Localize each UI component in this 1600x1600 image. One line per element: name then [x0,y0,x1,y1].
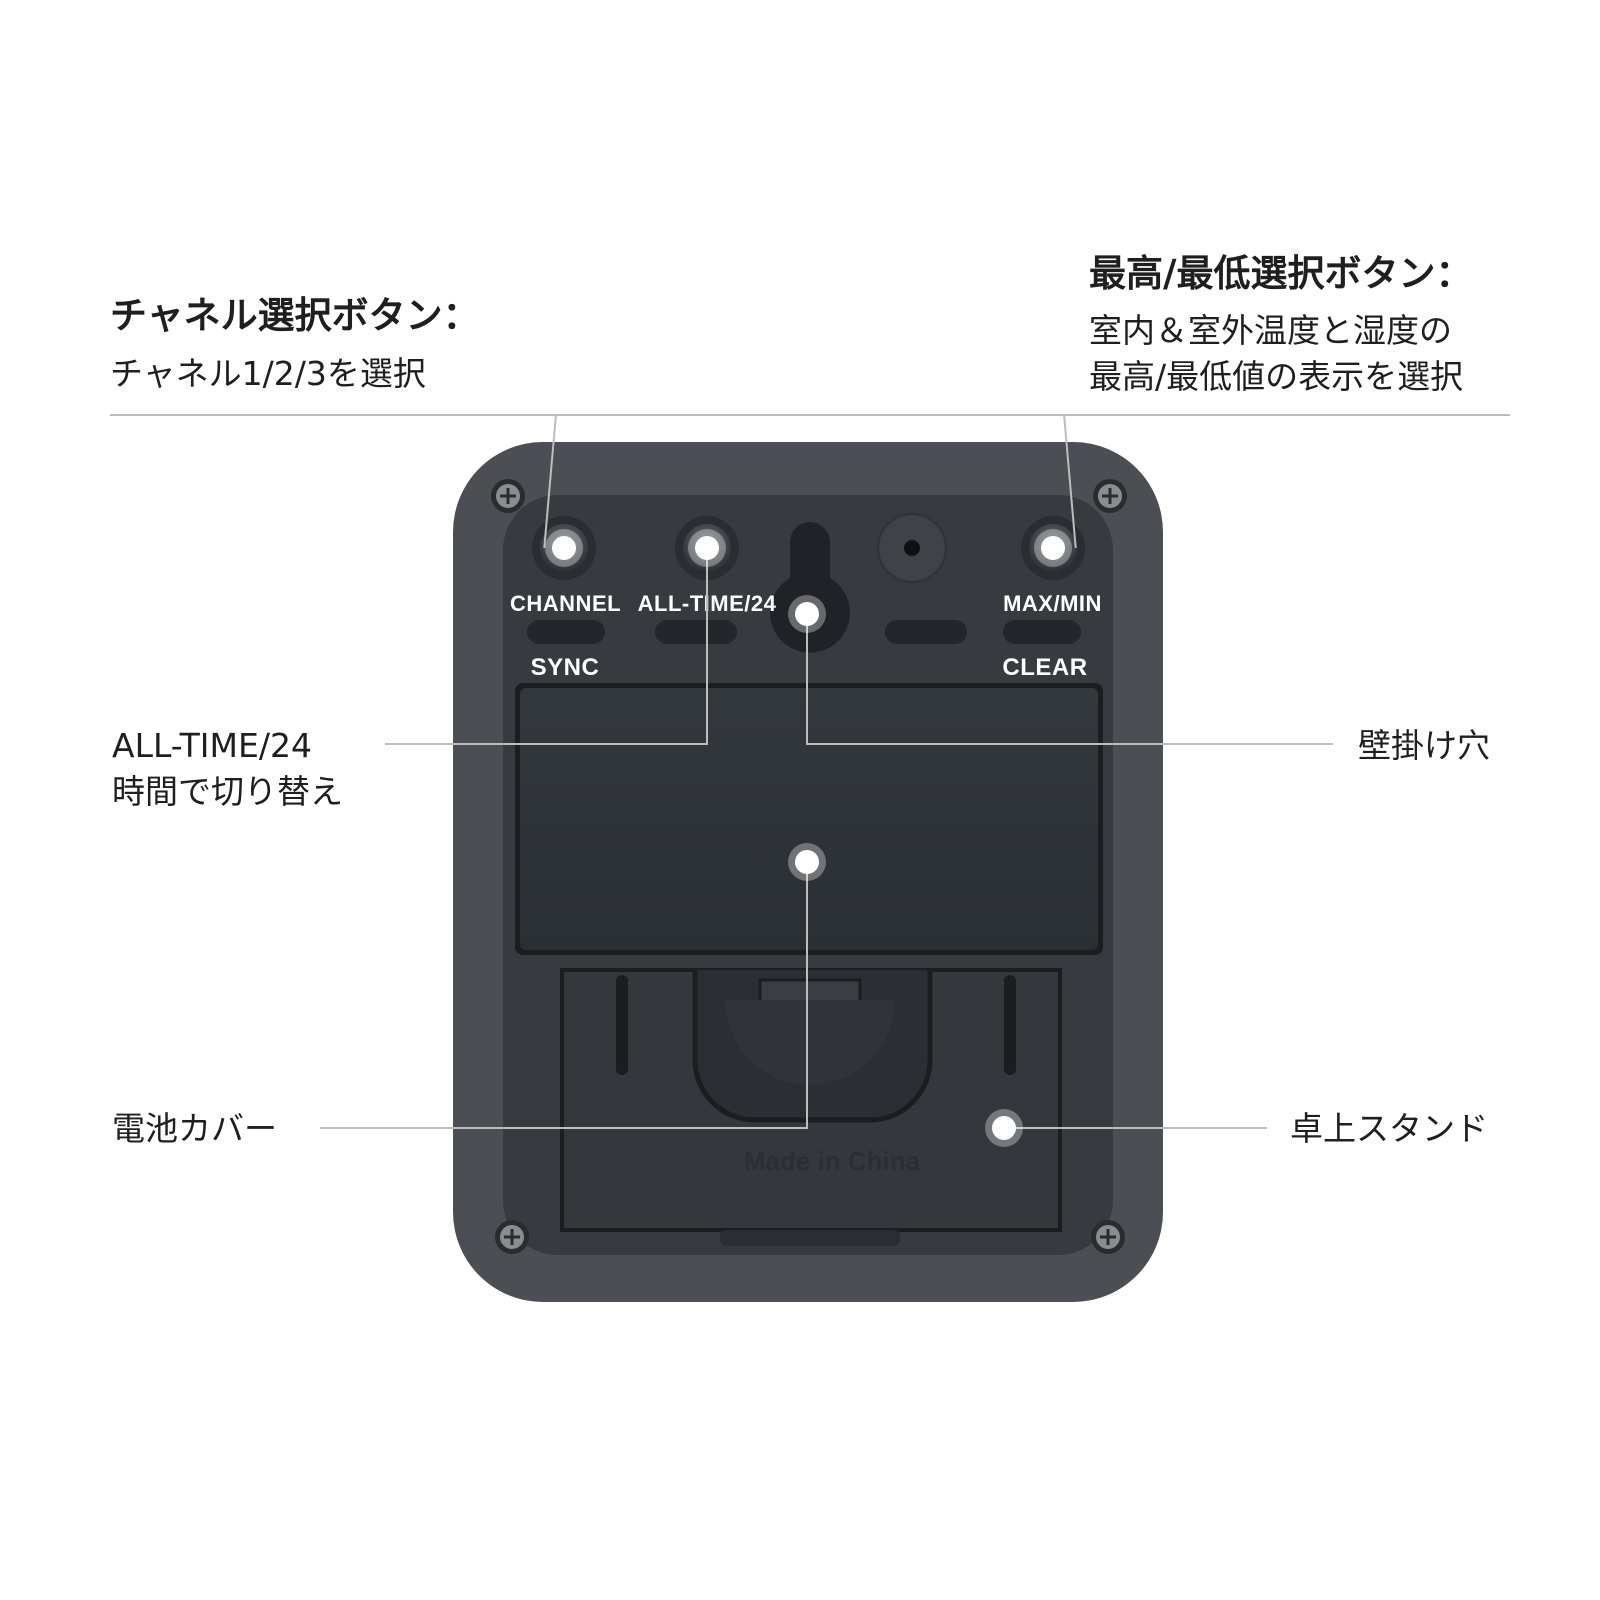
alltime-leader-v [706,548,708,744]
top-separator-line [110,414,1510,416]
stand-label: 卓上スタンド [1290,1109,1488,1148]
clear-device-label: CLEAR [1002,654,1088,681]
wall-hole-label: 壁掛け穴 [1358,726,1490,765]
channel-device-label: CHANNEL [510,591,622,616]
battery-cover-label: 電池カバー [112,1109,277,1148]
channel-title: チャネル選択ボタン： [110,294,480,337]
screw-icon [1093,479,1127,513]
maxmin-device-label: MAX/MIN [1003,591,1102,616]
clear-button[interactable] [1003,620,1081,644]
battery-leader-v [806,862,808,1129]
maxmin-dot [1041,536,1065,560]
sync-button[interactable] [527,620,605,644]
wallhole-leader-v [806,614,808,744]
battery-leader-h [320,1127,808,1129]
maxmin-desc-line1: 室内＆室外温度と湿度の [1089,311,1452,350]
made-in-label: Made in China [744,1146,921,1176]
sync-device-label: SYNC [530,654,600,681]
channel-desc: チャネル1/2/3を選択 [110,354,426,393]
screw-icon [491,479,525,513]
alltime-leader-h [385,743,708,745]
screw-icon [495,1220,529,1254]
alltime-dot [695,536,719,560]
maxmin-title: 最高/最低選択ボタン： [1089,252,1473,295]
wallhole-dot [795,602,819,626]
alltime-desc-line2: 時間で切り替え [112,772,343,811]
wall-hole-icon [769,522,850,653]
sensor-hole-icon [877,513,947,583]
screw-icon [1091,1220,1125,1254]
battery-cover[interactable] [520,688,1098,950]
desktop-stand[interactable] [560,968,1062,1246]
stand-leader-h [1003,1127,1267,1129]
stand-dot [992,1116,1016,1140]
alltime-slot [655,620,737,644]
alltime-desc-line1: ALL-TIME/24 [112,726,312,765]
blank-slot [885,620,967,644]
wallhole-leader-h [806,743,1333,745]
maxmin-desc-line2: 最高/最低値の表示を選択 [1089,357,1464,396]
battery-dot [795,850,819,874]
channel-dot [552,536,576,560]
